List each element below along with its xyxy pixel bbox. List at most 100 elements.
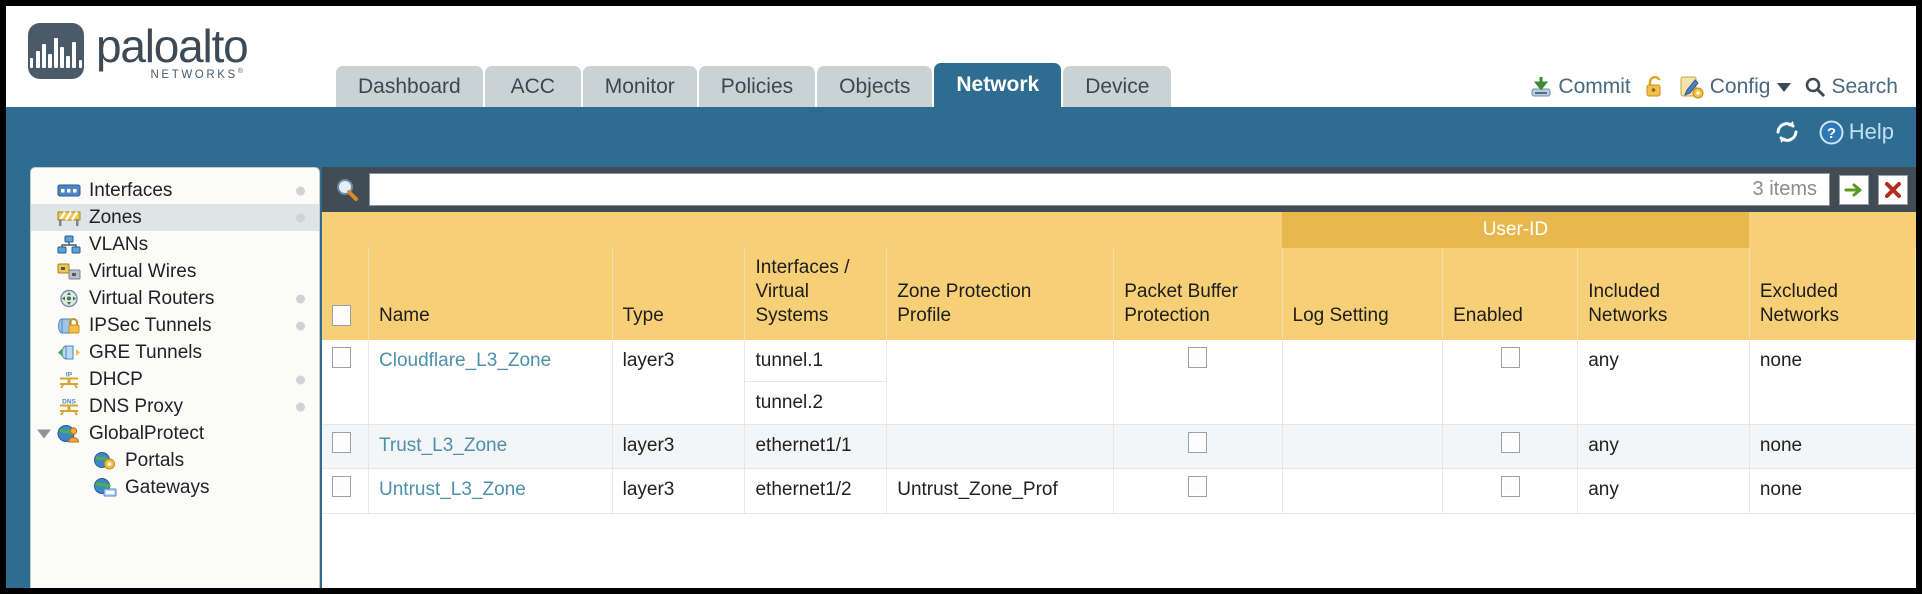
column-header-included-networks[interactable]: Included Networks: [1577, 248, 1750, 340]
sidebar-item-interfaces[interactable]: Interfaces: [31, 177, 319, 204]
row-checkbox[interactable]: [332, 346, 351, 368]
sidebar-item-virtual-wires[interactable]: Virtual Wires: [31, 258, 319, 285]
sidebar-item-portals[interactable]: Portals: [31, 447, 319, 474]
column-header-interfaces[interactable]: Interfaces / Virtual Systems: [744, 248, 888, 340]
cell-userid-enabled[interactable]: [1442, 424, 1579, 470]
zone-name-link[interactable]: Untrust_L3_Zone: [379, 479, 526, 501]
column-header-excluded-networks[interactable]: Excluded Networks: [1749, 248, 1916, 340]
interface-item: tunnel.1: [745, 340, 887, 383]
select-all-checkbox[interactable]: [332, 305, 351, 327]
sidebar-label: IPSec Tunnels: [89, 314, 212, 336]
cell-name[interactable]: Untrust_L3_Zone: [368, 468, 613, 514]
row-checkbox[interactable]: [332, 476, 351, 498]
ipsec-tunnels-icon: [57, 316, 81, 335]
config-button[interactable]: Config: [1679, 75, 1792, 99]
cell-packet-buffer-protection[interactable]: [1113, 339, 1283, 425]
apply-filter-button[interactable]: [1839, 174, 1869, 205]
zone-name-link[interactable]: Trust_L3_Zone: [379, 434, 508, 456]
status-dot: [296, 321, 305, 330]
sidebar-item-dns-proxy[interactable]: DNS DNS Proxy: [31, 393, 319, 420]
table-row[interactable]: Trust_L3_Zone layer3 ethernet1/1: [322, 424, 1916, 470]
brand-name: paloalto: [96, 20, 249, 72]
cell-packet-buffer-protection[interactable]: [1113, 468, 1283, 514]
zones-table-container[interactable]: User-ID Name Type Interfaces / Virtua: [322, 212, 1916, 588]
sidebar-label: DNS Proxy: [89, 395, 183, 417]
packet-buffer-protection-checkbox[interactable]: [1188, 431, 1208, 453]
cell-packet-buffer-protection[interactable]: [1113, 424, 1283, 470]
zones-table: User-ID Name Type Interfaces / Virtua: [322, 212, 1916, 514]
search-icon[interactable]: [334, 177, 360, 203]
column-header-userid-enabled[interactable]: Enabled: [1442, 248, 1579, 340]
top-bar: paloalto NETWORKS® Dashboard ACC Monitor…: [6, 6, 1916, 107]
red-x-icon: [1883, 181, 1903, 199]
refresh-icon[interactable]: [1773, 119, 1801, 145]
search-button[interactable]: Search: [1804, 75, 1898, 99]
sidebar-item-ipsec-tunnels[interactable]: IPSec Tunnels: [31, 312, 319, 339]
tab-monitor[interactable]: Monitor: [582, 66, 697, 107]
sidebar-item-vlans[interactable]: VLANs: [31, 231, 319, 258]
table-row[interactable]: Cloudflare_L3_Zone layer3 tunnel.1 tunne…: [322, 339, 1916, 425]
packet-buffer-protection-checkbox[interactable]: [1188, 346, 1208, 368]
packet-buffer-protection-checkbox[interactable]: [1188, 476, 1208, 498]
help-button[interactable]: ? Help: [1819, 119, 1894, 145]
tab-dashboard[interactable]: Dashboard: [336, 66, 483, 107]
zones-icon: [57, 208, 81, 227]
sidebar-item-zones[interactable]: Zones: [31, 204, 319, 231]
tab-policies[interactable]: Policies: [698, 66, 816, 107]
paloalto-logo-icon: [28, 23, 84, 80]
help-label: Help: [1848, 119, 1894, 144]
cell-userid-enabled[interactable]: [1442, 339, 1579, 425]
chevron-down-icon[interactable]: [1777, 82, 1792, 92]
sidebar-item-gateways[interactable]: Gateways: [31, 474, 319, 501]
sidebar-label: DHCP: [89, 368, 143, 390]
clear-filter-button[interactable]: [1878, 174, 1908, 205]
cell-name[interactable]: Cloudflare_L3_Zone: [368, 339, 613, 425]
svg-text:IP: IP: [66, 372, 73, 379]
row-select-cell[interactable]: [322, 424, 369, 470]
column-header-type[interactable]: Type: [612, 248, 746, 340]
search-label: Search: [1831, 75, 1898, 98]
cell-log-setting: [1282, 424, 1444, 470]
config-label: Config: [1709, 75, 1771, 98]
row-select-cell[interactable]: [322, 339, 369, 425]
sidebar-item-dhcp[interactable]: IP DHCP: [31, 366, 319, 393]
status-dot: [296, 213, 305, 222]
green-arrow-icon: [1844, 181, 1864, 199]
column-header-packet-buffer-protection[interactable]: Packet Buffer Protection: [1113, 248, 1283, 340]
commit-button[interactable]: Commit: [1529, 75, 1631, 99]
cell-userid-enabled[interactable]: [1442, 468, 1579, 514]
brand-logo: paloalto NETWORKS®: [6, 20, 249, 81]
tab-network[interactable]: Network: [934, 63, 1062, 107]
select-all-header[interactable]: [322, 248, 369, 340]
virtual-wires-icon: [57, 262, 81, 281]
column-header-zone-protection-profile[interactable]: Zone Protection Profile: [886, 248, 1115, 340]
row-checkbox[interactable]: [332, 431, 351, 453]
cell-name[interactable]: Trust_L3_Zone: [368, 424, 613, 470]
sidebar-item-globalprotect[interactable]: GlobalProtect: [31, 420, 319, 447]
search-icon: [1804, 76, 1826, 98]
userid-enabled-checkbox[interactable]: [1500, 346, 1520, 368]
gre-tunnels-icon: [57, 343, 81, 362]
group-header-spacer: [322, 212, 1283, 249]
sidebar-item-virtual-routers[interactable]: Virtual Routers: [31, 285, 319, 312]
tab-acc[interactable]: ACC: [484, 66, 581, 107]
chevron-down-icon[interactable]: [37, 429, 51, 438]
table-row[interactable]: Untrust_L3_Zone layer3 ethernet1/2 Untru…: [322, 468, 1916, 514]
status-dot: [296, 294, 305, 303]
userid-enabled-checkbox[interactable]: [1500, 476, 1520, 498]
row-select-cell[interactable]: [322, 468, 369, 514]
column-header-log-setting[interactable]: Log Setting: [1282, 248, 1444, 340]
column-header-name[interactable]: Name: [368, 248, 613, 340]
zone-name-link[interactable]: Cloudflare_L3_Zone: [379, 349, 552, 371]
virtual-routers-icon: [57, 289, 81, 308]
tab-device[interactable]: Device: [1063, 66, 1172, 107]
tab-objects[interactable]: Objects: [817, 66, 933, 107]
sidebar-label: GlobalProtect: [89, 422, 205, 444]
lock-button[interactable]: [1644, 75, 1666, 99]
sidebar-item-gre-tunnels[interactable]: GRE Tunnels: [31, 339, 319, 366]
search-input[interactable]: [378, 178, 1753, 201]
help-icon: ?: [1819, 120, 1844, 145]
userid-enabled-checkbox[interactable]: [1500, 431, 1520, 453]
search-input-wrapper[interactable]: 3 items: [369, 173, 1830, 206]
top-actions: Commit: [1529, 75, 1898, 99]
